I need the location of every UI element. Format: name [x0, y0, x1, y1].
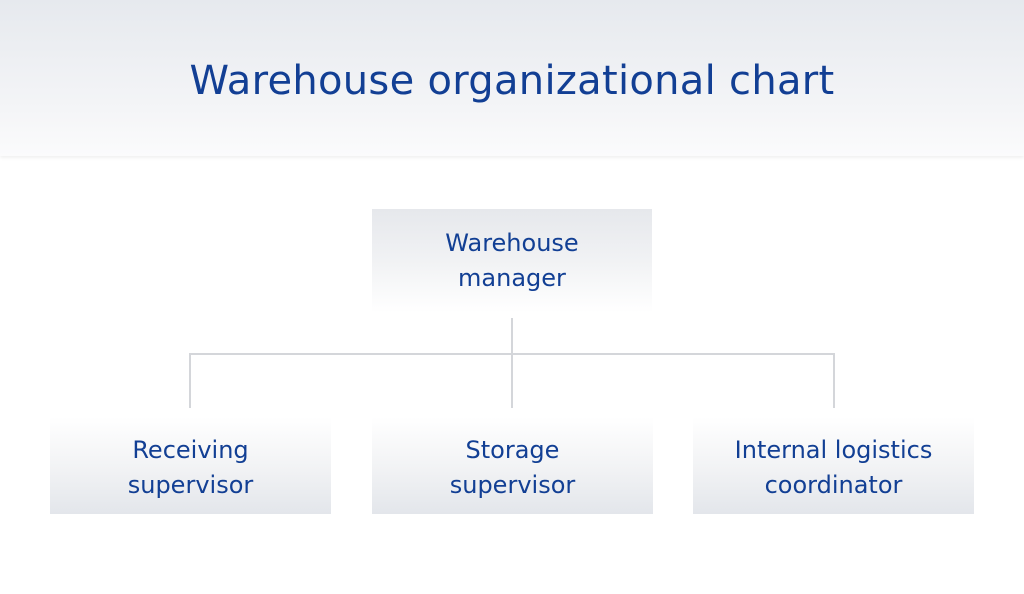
node-storage-supervisor: Storage supervisor	[372, 417, 653, 514]
node-warehouse-manager: Warehouse manager	[372, 209, 652, 313]
page-title: Warehouse organizational chart	[189, 58, 835, 104]
node-label: Warehouse manager	[445, 229, 579, 292]
node-internal-logistics-coordinator: Internal logistics coordinator	[693, 417, 974, 514]
node-label: Storage supervisor	[449, 435, 576, 499]
node-receiving-supervisor: Receiving supervisor	[50, 417, 331, 514]
header-banner: Warehouse organizational chart	[0, 0, 1024, 156]
node-label: Receiving supervisor	[127, 435, 254, 499]
node-label: Internal logistics coordinator	[734, 435, 933, 499]
